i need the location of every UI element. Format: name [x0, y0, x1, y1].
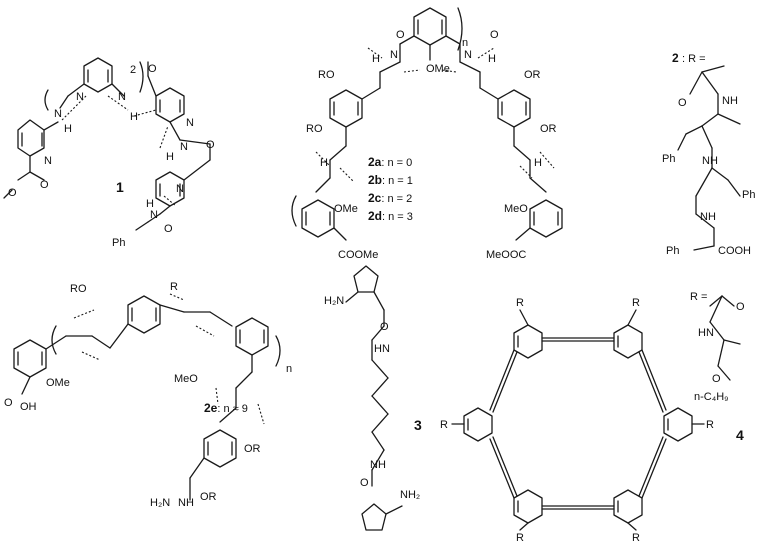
- c2-meooc: MeOOC: [486, 249, 526, 261]
- c1-ester-o: O: [8, 187, 17, 199]
- compound-3-structure: [345, 265, 403, 531]
- c2-h-label-right: H: [488, 53, 496, 65]
- c1-n3-atom: N: [118, 91, 126, 103]
- c2-ome-left: OMe: [334, 203, 358, 215]
- c2-ro-left1: RO: [318, 69, 335, 81]
- compound-1-label: 1: [116, 179, 124, 195]
- c3-o-top: O: [380, 321, 389, 333]
- c3-nh: NH: [370, 459, 386, 471]
- c1-ester-o2: O: [40, 179, 49, 191]
- c1-ph-group: Ph: [112, 237, 125, 249]
- c2-r-equals: : R =: [682, 53, 706, 65]
- c3-nh2: NH₂: [400, 489, 420, 501]
- c4-r-top-left: R: [516, 297, 524, 309]
- c2-r-nh2: NH: [702, 155, 718, 167]
- c2-r-o: O: [678, 97, 687, 109]
- c2-ome-top: OMe: [426, 63, 450, 75]
- c2-n-subscript: n: [462, 37, 468, 49]
- c1-n1-atom: N: [44, 155, 52, 167]
- c1-o2-atom: O: [206, 139, 215, 151]
- c4-r-right: R: [706, 419, 714, 431]
- c4-r-equals: R =: [690, 291, 707, 303]
- c1-h1-atom: H: [64, 123, 72, 135]
- c2e-ome: OMe: [46, 377, 70, 389]
- compound-2-structure: [291, 7, 563, 241]
- c2e-r: R: [170, 281, 178, 293]
- c2-n-label: N: [390, 49, 398, 61]
- c4-r-left: R: [440, 419, 448, 431]
- c2e-meo: MeO: [174, 373, 198, 385]
- c2-o-label: O: [396, 29, 405, 41]
- c2e-h2n: H₂N: [150, 497, 170, 509]
- c1-h2-atom: H: [130, 111, 138, 123]
- c2-ro-left2: RO: [306, 123, 323, 135]
- c2-r-nh1: NH: [722, 95, 738, 107]
- c1-n4-atom: N: [186, 117, 194, 129]
- c2-meo-right: MeO: [504, 203, 528, 215]
- c2a-n-value: 2a: n = 0: [368, 155, 412, 169]
- compound-1-structure: [3, 57, 211, 231]
- compound-4-label: 4: [736, 427, 744, 443]
- c1-h4-atom: H: [146, 198, 154, 210]
- c2b-n-value: 2b: n = 1: [368, 173, 413, 187]
- compound-2e-structure: [13, 293, 281, 501]
- c2d-n-value: 2d: n = 3: [368, 209, 413, 223]
- c1-n2-atom: N: [76, 91, 84, 103]
- c1-nh-atom: N: [54, 108, 62, 120]
- c2-r-prefix: 2: [672, 51, 679, 65]
- c1-n5-atom: N: [176, 183, 184, 195]
- c2-r-nh3: NH: [700, 211, 716, 223]
- c4-r-o: O: [736, 301, 745, 313]
- c2-h-label: H: [372, 53, 380, 65]
- c3-o-bot: O: [360, 477, 369, 489]
- c1-nh2-atom: N: [180, 141, 188, 153]
- c1-h3-atom: H: [166, 151, 174, 163]
- c2-r-ph2: Ph: [742, 189, 755, 201]
- c2e-n-value: 2e: n ≈ 9: [204, 401, 248, 415]
- c2e-ro: RO: [70, 283, 87, 295]
- c2-or-right2: OR: [540, 123, 557, 135]
- c1-o3-atom: O: [164, 223, 173, 235]
- c2e-n-subscript: n: [286, 363, 292, 375]
- c4-r-hn: HN: [698, 327, 714, 339]
- c2-r-cooh: COOH: [718, 245, 751, 257]
- c2e-oh: OH: [20, 401, 37, 413]
- c3-h2n: H₂N: [324, 295, 344, 307]
- c2-r-ph3: Ph: [666, 245, 679, 257]
- c2-r-ph1: Ph: [662, 153, 675, 165]
- c4-r-top-right: R: [632, 297, 640, 309]
- c4-r-ester-o: O: [712, 373, 721, 385]
- c1-o1-atom: O: [148, 63, 157, 75]
- compound-3-label: 3: [414, 417, 422, 433]
- c2-n-label-right: N: [464, 49, 472, 61]
- c4-r-bottom-left: R: [516, 532, 524, 544]
- c2-coome: COOMe: [338, 249, 378, 261]
- c2e-oh-o: O: [4, 397, 13, 409]
- c2-h-label-lower-left: H: [320, 157, 328, 169]
- compound-2-r-group-structure: [677, 65, 741, 251]
- c2e-nh: NH: [178, 497, 194, 509]
- c2-h-label-lower-right: H: [534, 157, 542, 169]
- c4-r-bottom-right: R: [632, 532, 640, 544]
- c2-or-right1: OR: [524, 69, 541, 81]
- c3-hn: HN: [374, 343, 390, 355]
- c2e-or2: OR: [200, 491, 217, 503]
- c1-nh3-atom: N: [150, 209, 158, 221]
- c2e-or1: OR: [244, 443, 261, 455]
- c4-r-nbu: n-C₄H₉: [694, 391, 729, 403]
- c2c-n-value: 2c: n = 2: [368, 191, 412, 205]
- c2-o-label-right: O: [490, 29, 499, 41]
- c2-n-value-list: 2a: n = 0 2b: n = 1 2c: n = 2 2d: n = 3: [368, 155, 413, 223]
- compound-4-structure: [451, 295, 741, 531]
- c1-subscript-2: 2: [130, 64, 136, 76]
